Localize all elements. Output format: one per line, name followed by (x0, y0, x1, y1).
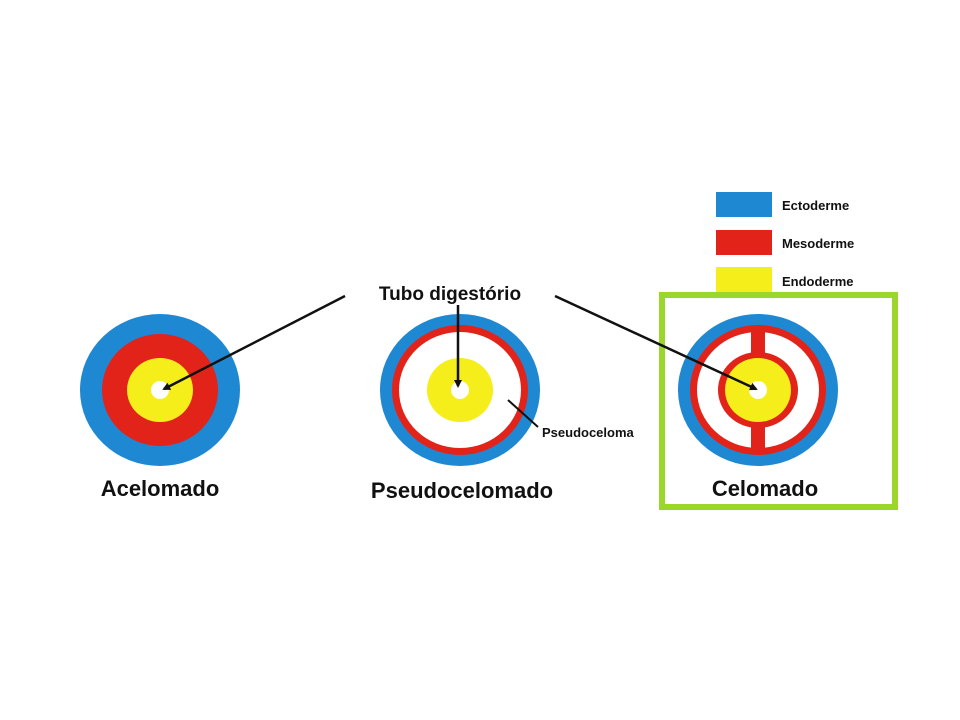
legend-label-mesoderm: Mesoderme (782, 236, 854, 251)
pseudocoelomate-diagram: Pseudocelomado (371, 314, 553, 503)
legend: Ectoderme Mesoderme Endoderme (716, 192, 854, 292)
coelomate-diagram: Celomado (678, 314, 838, 501)
pseudocoelomate-title: Pseudocelomado (371, 478, 553, 503)
legend-item-mesoderm: Mesoderme (716, 230, 854, 255)
legend-item-endoderm: Endoderme (716, 267, 854, 292)
pseudocoelomate-gut-lumen (451, 381, 469, 399)
legend-label-ectoderm: Ectoderme (782, 198, 849, 213)
digestive-tube-label: Tubo digestório (379, 284, 521, 305)
legend-swatch-mesoderm (716, 230, 772, 255)
legend-swatch-endoderm (716, 267, 772, 292)
acoelomate-title: Acelomado (101, 476, 220, 501)
legend-label-endoderm: Endoderme (782, 274, 854, 289)
acoelomate-gut-lumen (151, 381, 169, 399)
highlight-frame (659, 292, 898, 510)
callout-line-coelomate (554, 294, 758, 391)
acoelomate-diagram: Acelomado (80, 314, 240, 501)
coelomate-title: Celomado (712, 476, 818, 501)
legend-swatch-ectoderm (716, 192, 772, 217)
pseudocoelom-label: Pseudoceloma (542, 425, 635, 440)
pseudocoelom-callout: Pseudoceloma (507, 399, 635, 440)
callout-line-acoelomate (162, 294, 346, 391)
legend-item-ectoderm: Ectoderme (716, 192, 849, 217)
digestive-tube-callout: Tubo digestório (162, 284, 758, 391)
pseudocoelom-pointer (507, 399, 539, 428)
coelomate-gut-lumen (749, 381, 767, 399)
